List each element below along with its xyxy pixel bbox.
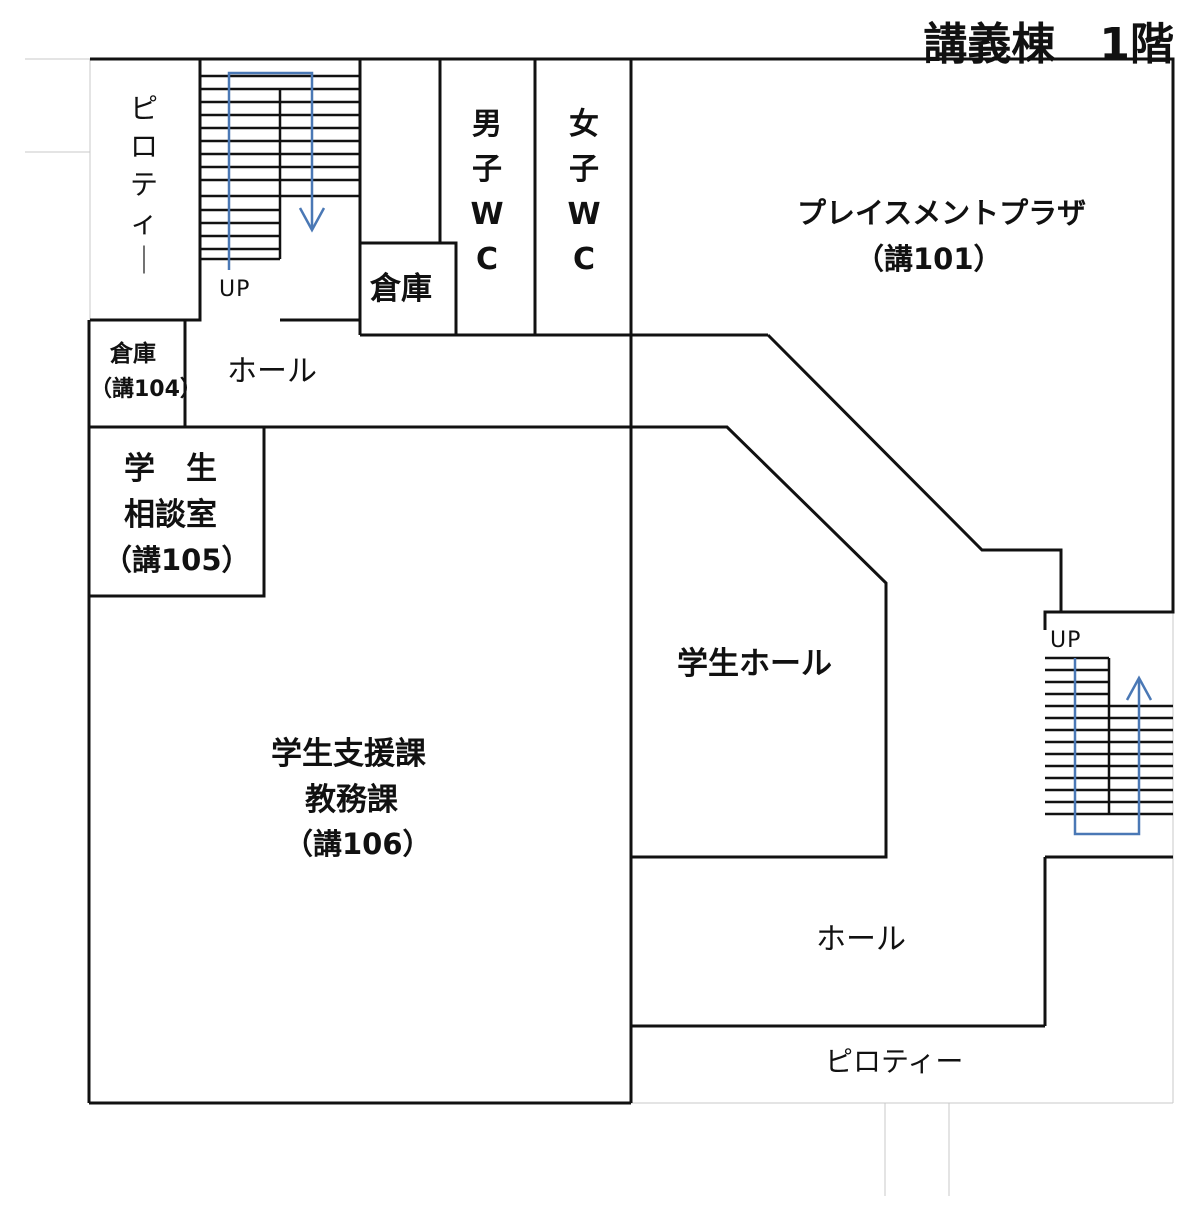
- student-hall-label: 学生ホール: [677, 646, 832, 682]
- support-line2: 教務課: [305, 782, 398, 818]
- mens-wc-char: 男: [472, 107, 502, 142]
- floor-title: 講義棟 1階: [923, 19, 1174, 70]
- womens-wc-char: 女: [569, 107, 599, 142]
- storage-small-label: 倉庫: [370, 271, 432, 307]
- mens-wc-char: W: [470, 197, 504, 232]
- piloti-left-char: ィ: [129, 206, 158, 239]
- counseling-number: （講105）: [103, 543, 251, 577]
- placement-plaza-label: プレイスメントプラザ: [797, 196, 1087, 230]
- counseling-line1: 学 生: [124, 451, 217, 487]
- stairs-left-arrow: [227, 71, 326, 270]
- piloti-left-char: ｜: [129, 244, 158, 277]
- womens-wc-char: 子: [569, 152, 599, 187]
- piloti-bottom-label: ピロティー: [825, 1045, 964, 1078]
- stairs-right-arrow: [1073, 658, 1153, 836]
- womens-wc-char: W: [567, 197, 601, 232]
- support-line1: 学生支援課: [271, 736, 426, 772]
- storage-104-label: 倉庫: [110, 341, 156, 367]
- storage-104-number: （講104）: [90, 377, 202, 402]
- walls: [87, 57, 1175, 1105]
- support-number: （講106）: [284, 827, 432, 861]
- piloti-left-char: テ: [129, 168, 158, 201]
- hall-bottom-label: ホール: [816, 922, 906, 957]
- womens-wc-char: C: [572, 242, 596, 277]
- piloti-left-char: ロ: [129, 130, 158, 163]
- stairs-left-up-label: UP: [219, 277, 251, 302]
- stairs-left: [200, 74, 360, 261]
- piloti-left-char: ピ: [129, 92, 158, 125]
- stairs-right-up-label: UP: [1050, 628, 1082, 653]
- mens-wc-char: C: [475, 242, 499, 277]
- mens-wc-char: 子: [472, 152, 502, 187]
- hall-top-label: ホール: [227, 354, 317, 389]
- stairs-right: [1045, 656, 1173, 816]
- placement-plaza-number: （講101）: [855, 242, 1003, 276]
- piloti-left-label: ピロティ ｜: [124, 90, 164, 280]
- counseling-line2: 相談室: [124, 497, 217, 533]
